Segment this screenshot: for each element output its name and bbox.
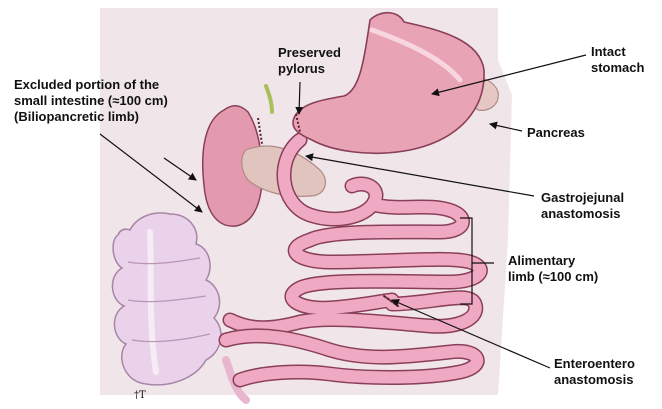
enteroentero-label: Enteroentero anastomosis: [554, 356, 635, 388]
label-line: Pancreas: [527, 125, 585, 141]
label-line: Excluded portion of the: [14, 77, 168, 93]
pancreas-label: Pancreas: [527, 125, 585, 141]
label-line: stomach: [591, 60, 644, 76]
label-line: limb (≈100 cm): [508, 269, 598, 285]
label-line: anastomosis: [554, 372, 635, 388]
label-line: Enteroentero: [554, 356, 635, 372]
label-line: Preserved: [278, 45, 341, 61]
label-line: small intestine (≈100 cm): [14, 93, 168, 109]
label-line: Alimentary: [508, 253, 598, 269]
label-line: anastomosis: [541, 206, 624, 222]
intact-stomach-label: Intact stomach: [591, 44, 644, 76]
gastrojejunal-label: Gastrojejunal anastomosis: [541, 190, 624, 222]
artist-signature: †T: [134, 388, 146, 404]
label-line: Intact: [591, 44, 644, 60]
label-line: (Biliopancretic limb): [14, 109, 168, 125]
preserved-pylorus-label: Preserved pylorus: [278, 45, 341, 77]
label-line: Gastrojejunal: [541, 190, 624, 206]
excluded-portion-label: Excluded portion of the small intestine …: [14, 77, 168, 125]
alimentary-limb-label: Alimentary limb (≈100 cm): [508, 253, 598, 285]
label-line: pylorus: [278, 61, 341, 77]
